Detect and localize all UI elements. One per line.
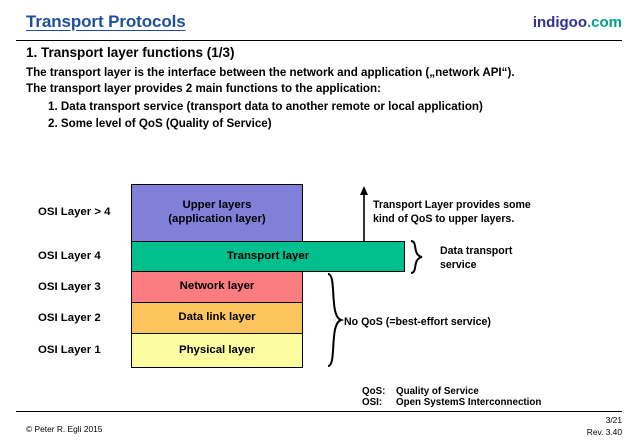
legend-value-osi: Open SystemS Interconnection — [396, 397, 542, 408]
header-divider — [16, 40, 622, 41]
layer-box-data-link: Data link layer — [131, 302, 303, 334]
annotation-transport-qos-line1: Transport Layer provides some — [373, 199, 531, 211]
brand-name: indigoo — [532, 14, 587, 31]
brace-no-qos — [327, 273, 345, 367]
annotation-data-transport: Data transport service — [440, 244, 512, 273]
brand-tld: .com — [586, 14, 622, 31]
page-title: Transport Protocols — [26, 12, 186, 31]
annotation-no-qos: No QoS (=best-effort service) — [344, 316, 491, 328]
footer-divider — [16, 411, 622, 412]
layer-box-network: Network layer — [131, 271, 303, 303]
osi-label-layer-1: OSI Layer 1 — [38, 344, 101, 356]
osi-label-layer-3: OSI Layer 3 — [38, 281, 101, 293]
slide-header: Transport Protocols indigoo.com — [0, 0, 638, 42]
layer-label-upper-line2: (application layer) — [168, 213, 266, 225]
layer-box-physical: Physical layer — [131, 333, 303, 368]
bullet-item-1: 1. Data transport service (transport dat… — [48, 100, 483, 113]
legend-value-qos: Quality of Service — [396, 386, 479, 397]
layer-label-physical: Physical layer — [179, 343, 255, 356]
layer-box-upper-layers: Upper layers (application layer) — [131, 184, 303, 242]
layer-label-network: Network layer — [179, 280, 255, 293]
legend-row-osi: OSI: Open SystemS Interconnection — [362, 397, 541, 408]
brace-data-transport — [410, 240, 423, 274]
osi-label-layer-gt4: OSI Layer > 4 — [38, 206, 111, 218]
annotation-data-transport-line1: Data transport — [440, 245, 513, 257]
legend-key-osi: OSI: — [362, 397, 383, 408]
up-arrow-icon — [360, 186, 368, 242]
annotation-data-transport-line2: service — [440, 259, 477, 272]
annotation-transport-qos-line2: kind of QoS to upper layers. — [373, 213, 515, 226]
brand-logo: indigoo.com — [533, 14, 622, 31]
paragraph-line-2: The transport layer provides 2 main func… — [26, 82, 381, 95]
layer-label-transport: Transport layer — [226, 249, 310, 262]
legend-key-qos: QoS: — [362, 386, 386, 397]
paragraph-line-1: The transport layer is the interface bet… — [26, 66, 515, 79]
layer-box-transport: Transport layer — [131, 241, 405, 272]
layer-label-upper-line1: Upper layers — [182, 199, 252, 212]
osi-label-layer-4: OSI Layer 4 — [38, 250, 101, 262]
page-number: 3/21 — [605, 415, 622, 425]
layer-label-data-link: Data link layer — [178, 311, 256, 324]
legend-row-qos: QoS: Quality of Service — [362, 386, 479, 397]
osi-label-layer-2: OSI Layer 2 — [38, 312, 101, 324]
copyright-notice: © Peter R. Egli 2015 — [26, 424, 103, 434]
bullet-item-2: 2. Some level of QoS (Quality of Service… — [48, 117, 272, 130]
revision-label: Rev. 3.40 — [586, 427, 622, 437]
annotation-transport-qos: Transport Layer provides some kind of Qo… — [373, 198, 531, 227]
section-heading: 1. Transport layer functions (1/3) — [26, 45, 235, 60]
